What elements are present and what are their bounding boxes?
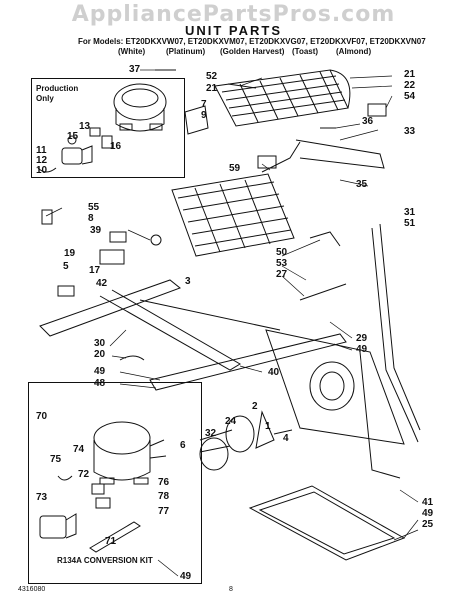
callout-39: 39: [90, 225, 102, 236]
callout-50: 50: [276, 247, 288, 258]
part-5: [57, 285, 75, 297]
callout-74: 74: [73, 444, 85, 455]
production-relay: [37, 127, 113, 173]
evaporator-coil: [171, 141, 301, 257]
fan-motor-assembly: [199, 410, 293, 471]
callout-37: 37: [129, 64, 141, 75]
callout-72: 72: [78, 469, 90, 480]
callout-27: 27: [276, 269, 288, 280]
callout-77: 77: [158, 506, 170, 517]
model-list: For Models: ET20DKXVW07, ET20DKXVM07, ET…: [78, 37, 426, 46]
callout-8: 8: [88, 213, 94, 224]
clip-50: [309, 231, 341, 247]
callout-32: 32: [205, 428, 217, 439]
callout-24: 24: [225, 416, 237, 427]
fan-shroud: [265, 329, 405, 479]
callout-76: 76: [158, 477, 170, 488]
grommet-54: [367, 103, 387, 117]
document-number: 4316080: [18, 586, 46, 593]
callout-17: 17: [89, 265, 101, 276]
production-only-label: Production Only: [36, 84, 79, 103]
kit-drier-71: [89, 521, 141, 553]
callout-1: 1: [265, 421, 271, 432]
callout-29: 29: [356, 333, 368, 344]
clip-20: [119, 355, 145, 361]
tube-51: [379, 223, 421, 431]
conversion-kit-box: [28, 382, 202, 584]
callout-4: 4: [283, 433, 289, 444]
production-compressor: [113, 83, 167, 132]
conversion-kit-label: R134A CONVERSION KIT: [57, 556, 153, 565]
callout-42: 42: [96, 278, 108, 289]
callout-48: 48: [94, 378, 106, 389]
callout-49-right: 49: [356, 344, 368, 355]
callout-71: 71: [105, 536, 117, 547]
callout-20: 20: [94, 349, 106, 360]
callout-75: 75: [50, 454, 62, 465]
callout-70: 70: [36, 411, 48, 422]
callout-2: 2: [252, 401, 258, 412]
callout-12: 12: [36, 155, 48, 166]
callout-55: 55: [88, 202, 100, 213]
callout-19: 19: [64, 248, 76, 259]
leader-lines: [45, 69, 419, 577]
callout-54: 54: [404, 91, 416, 102]
drain-pan: [248, 485, 406, 561]
callout-73: 73: [36, 492, 48, 503]
callout-78: 78: [158, 491, 170, 502]
callout-25: 25: [422, 519, 434, 530]
callout-52: 52: [206, 71, 218, 82]
part-39: [109, 231, 127, 243]
callout-49-bottom: 49: [180, 571, 192, 582]
callout-22: 22: [404, 80, 416, 91]
tube-31: [371, 227, 419, 443]
page-title: UNIT PARTS: [184, 23, 283, 38]
crossbar-27: [299, 283, 347, 301]
callout-31: 31: [404, 207, 416, 218]
callout-3: 3: [185, 276, 191, 287]
callout-36: 36: [362, 116, 374, 127]
condenser-coil: [214, 69, 351, 127]
callout-6: 6: [180, 440, 186, 451]
callout-5: 5: [63, 261, 69, 272]
callout-21-left: 21: [206, 83, 218, 94]
color-toast: (Toast): [292, 47, 319, 56]
callout-9-top: 9: [201, 110, 207, 121]
callout-51: 51: [404, 218, 416, 229]
color-white: (White): [118, 47, 146, 56]
callout-40: 40: [268, 367, 280, 378]
condenser-bracket: [184, 105, 209, 135]
page-number: 8: [229, 586, 233, 593]
screw-52: [227, 83, 257, 89]
callout-7: 7: [201, 99, 207, 110]
kit-compressor: [93, 421, 167, 485]
watermark: AppliancePartsPros.com: [71, 2, 396, 27]
callout-16: 16: [110, 141, 122, 152]
callout-49-left: 49: [94, 366, 106, 377]
base-frame: [39, 279, 347, 391]
callout-49-lower-right: 49: [422, 508, 434, 519]
callout-59: 59: [229, 163, 241, 174]
callout-41: 41: [422, 497, 434, 508]
kit-relay: [39, 475, 111, 539]
callout-11: 11: [36, 145, 47, 156]
relay-19-17: [99, 249, 125, 265]
callout-33: 33: [404, 126, 416, 137]
color-golden-harvest: (Golden Harvest): [220, 47, 285, 56]
callout-13: 13: [79, 121, 91, 132]
callout-35: 35: [356, 179, 368, 190]
callout-30: 30: [94, 338, 106, 349]
color-platinum: (Platinum): [166, 47, 206, 56]
color-almond: (Almond): [336, 47, 372, 56]
production-only-box: [31, 78, 185, 178]
callout-10: 10: [36, 165, 48, 176]
callout-21-right: 21: [404, 69, 416, 80]
callout-53: 53: [276, 258, 288, 269]
part-55-8: [41, 209, 53, 225]
callout-15: 15: [67, 131, 79, 142]
drain-tube: [295, 139, 385, 169]
grommet: [150, 234, 162, 246]
